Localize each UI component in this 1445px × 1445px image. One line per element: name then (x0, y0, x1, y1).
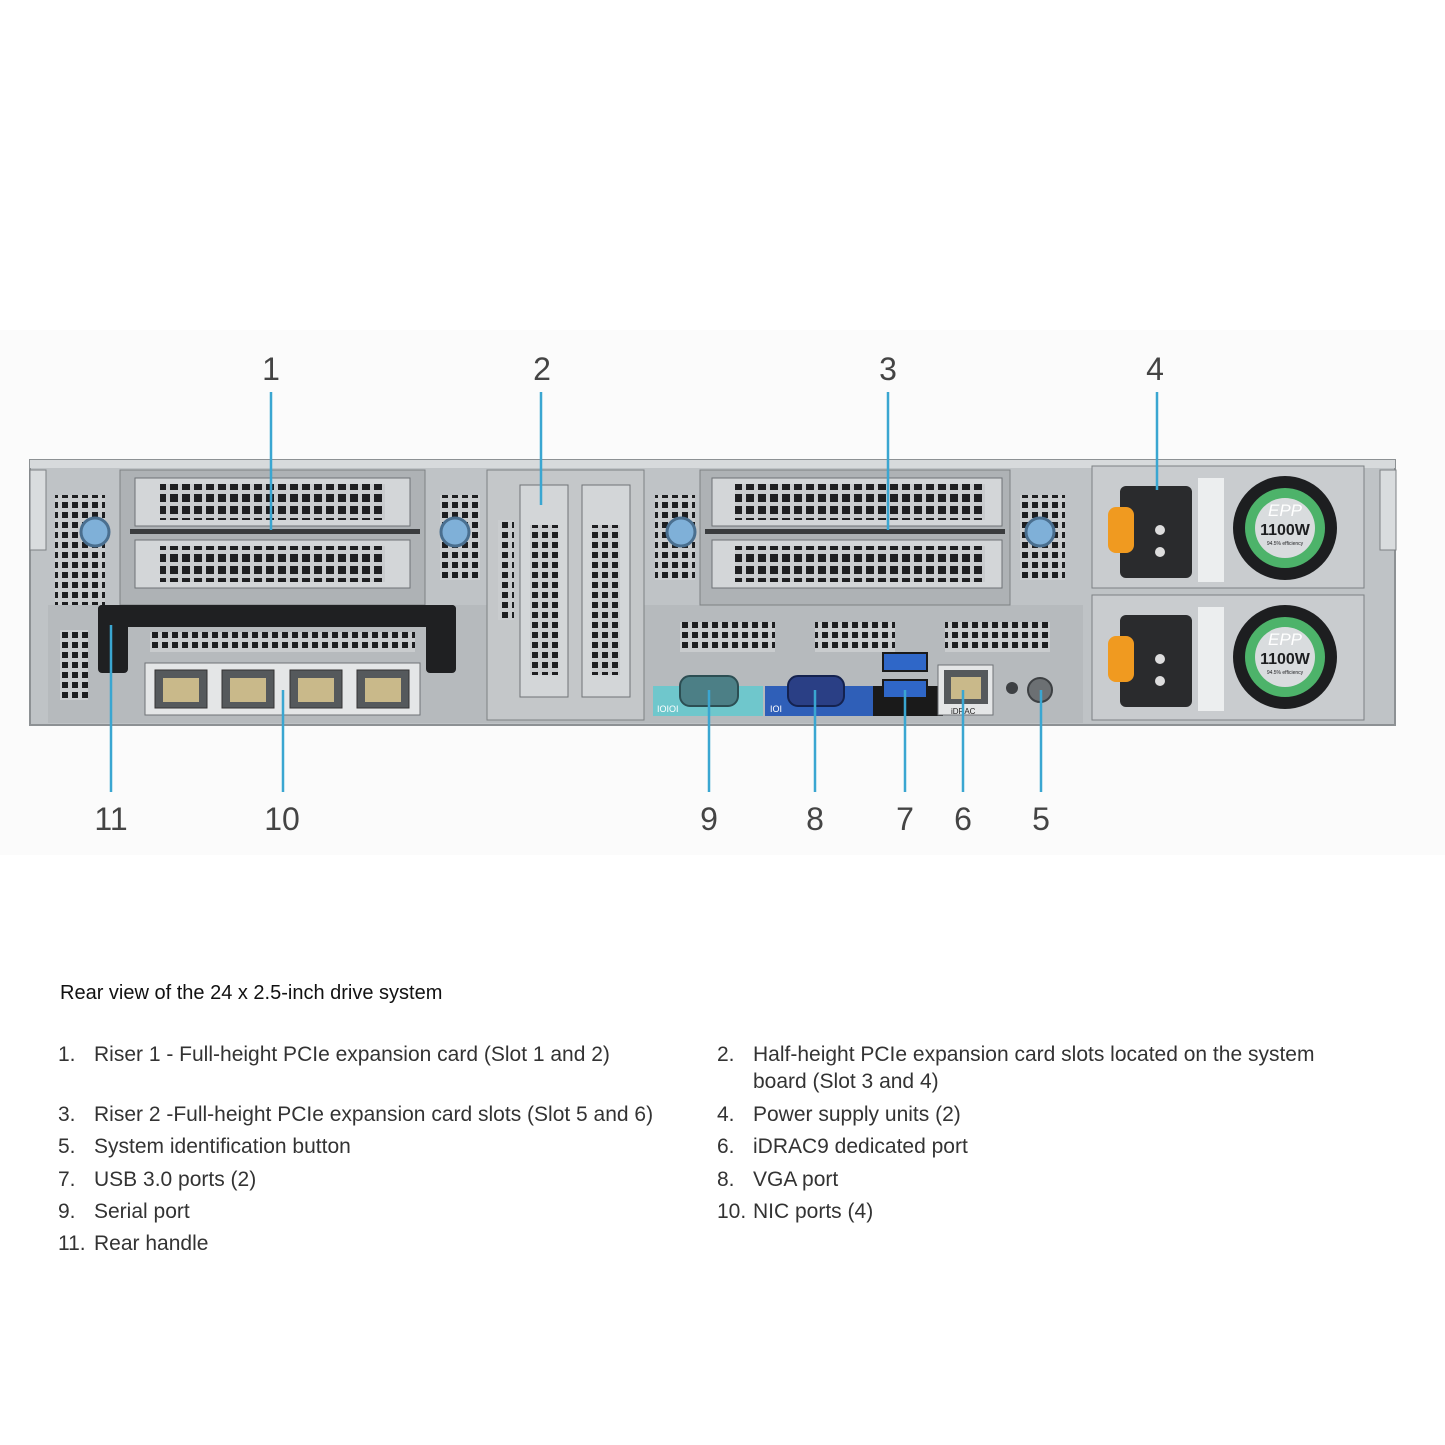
callout-lines (109, 392, 1159, 792)
psu-rating: 1100W (1260, 651, 1311, 668)
vent-grille (60, 630, 88, 700)
legend-text: NIC ports (4) (753, 1200, 874, 1223)
legend-item-7: 7. USB 3.0 ports (2) (58, 1166, 698, 1193)
legend-text-line-2: board (Slot 3 and 4) (753, 1070, 939, 1093)
legend-item-5: 5. System identification button (58, 1133, 698, 1160)
legend-item-6: 6. iDRAC9 dedicated port (717, 1133, 1317, 1160)
rear-handle[interactable] (98, 605, 456, 673)
callout-10: 10 (264, 801, 300, 837)
legend-text: iDRAC9 dedicated port (753, 1135, 968, 1158)
legend-number: 11. (58, 1232, 86, 1255)
legend-number: 6. (717, 1135, 735, 1158)
legend-text: Serial port (94, 1200, 190, 1223)
vent-grille (680, 622, 775, 652)
riser-1 (55, 469, 480, 606)
callout-2: 2 (533, 351, 551, 387)
legend-item-8: 8. VGA port (717, 1166, 1317, 1193)
legend-number: 4. (717, 1103, 735, 1126)
rack-ear (1379, 469, 1397, 551)
psu-efficiency: 94.5% efficiency (1267, 541, 1304, 547)
serial-port-label: IOIOI (657, 704, 679, 714)
figure-caption: Rear view of the 24 x 2.5-inch drive sys… (60, 982, 443, 1004)
legend-number: 8. (717, 1168, 735, 1191)
legend-item-10: 10. NIC ports (4) (717, 1198, 1317, 1225)
legend-item-9: 9. Serial port (58, 1198, 698, 1225)
callout-7: 7 (896, 801, 914, 837)
riser-2 (655, 469, 1065, 606)
psu-brand: EPP (1268, 630, 1303, 649)
legend-text: Half-height PCIe expansion card slots lo… (753, 1043, 1315, 1066)
legend-item-2: 2. Half-height PCIe expansion card slots… (717, 1041, 1377, 1095)
vent-grille (815, 622, 895, 652)
callout-5: 5 (1032, 801, 1050, 837)
legend-item-3: 3. Riser 2 -Full-height PCIe expansion c… (58, 1101, 698, 1128)
legend-item-11: 11. Rear handle (58, 1230, 698, 1257)
thumbscrew-icon[interactable] (1024, 516, 1056, 548)
status-led (1006, 682, 1018, 694)
legend-text: Power supply units (2) (753, 1103, 961, 1126)
psu-efficiency: 94.5% efficiency (1267, 670, 1304, 676)
vent-grille (150, 632, 415, 652)
legend-text: System identification button (94, 1135, 351, 1158)
legend-number: 10. (717, 1200, 747, 1223)
power-supply-2[interactable]: EPP 1100W 94.5% efficiency (1091, 594, 1365, 721)
thumbscrew-icon[interactable] (665, 516, 697, 548)
half-height-slots (486, 469, 645, 721)
psu-rating: 1100W (1260, 522, 1311, 539)
legend-text: Riser 1 - Full-height PCIe expansion car… (94, 1043, 610, 1066)
legend-number: 7. (58, 1168, 76, 1191)
legend-number: 2. (717, 1043, 735, 1066)
legend-number: 3. (58, 1103, 76, 1126)
legend-number: 1. (58, 1043, 76, 1066)
callout-3: 3 (879, 351, 897, 387)
thumbscrew-icon[interactable] (79, 516, 111, 548)
callout-11: 11 (94, 801, 127, 837)
idrac-port[interactable]: iDRAC (937, 664, 994, 716)
power-supply-1[interactable]: EPP 1100W 94.5% efficiency (1091, 465, 1365, 589)
callout-1: 1 (262, 351, 280, 387)
legend-text: Riser 2 -Full-height PCIe expansion card… (94, 1103, 654, 1126)
legend-text: VGA port (753, 1168, 839, 1191)
usb-ports[interactable] (873, 652, 943, 716)
server-rear-diagram: IOIOI IOI iDRAC EPP 1100W 94.5% efficien… (29, 351, 1397, 837)
nic-ports[interactable] (144, 662, 421, 716)
vent-grille (945, 622, 1050, 652)
legend-text: USB 3.0 ports (2) (94, 1168, 257, 1191)
rack-ear (29, 469, 47, 551)
legend-text: Rear handle (94, 1232, 209, 1255)
callout-9: 9 (700, 801, 718, 837)
legend-item-4: 4. Power supply units (2) (717, 1101, 1317, 1128)
vga-port-label: IOI (770, 704, 782, 714)
psu-brand: EPP (1268, 501, 1303, 520)
callout-4: 4 (1146, 351, 1164, 387)
legend-number: 9. (58, 1200, 76, 1223)
callout-6: 6 (954, 801, 972, 837)
thumbscrew-icon[interactable] (439, 516, 471, 548)
callout-8: 8 (806, 801, 824, 837)
legend-number: 5. (58, 1135, 76, 1158)
legend-item-1: 1. Riser 1 - Full-height PCIe expansion … (58, 1041, 698, 1068)
